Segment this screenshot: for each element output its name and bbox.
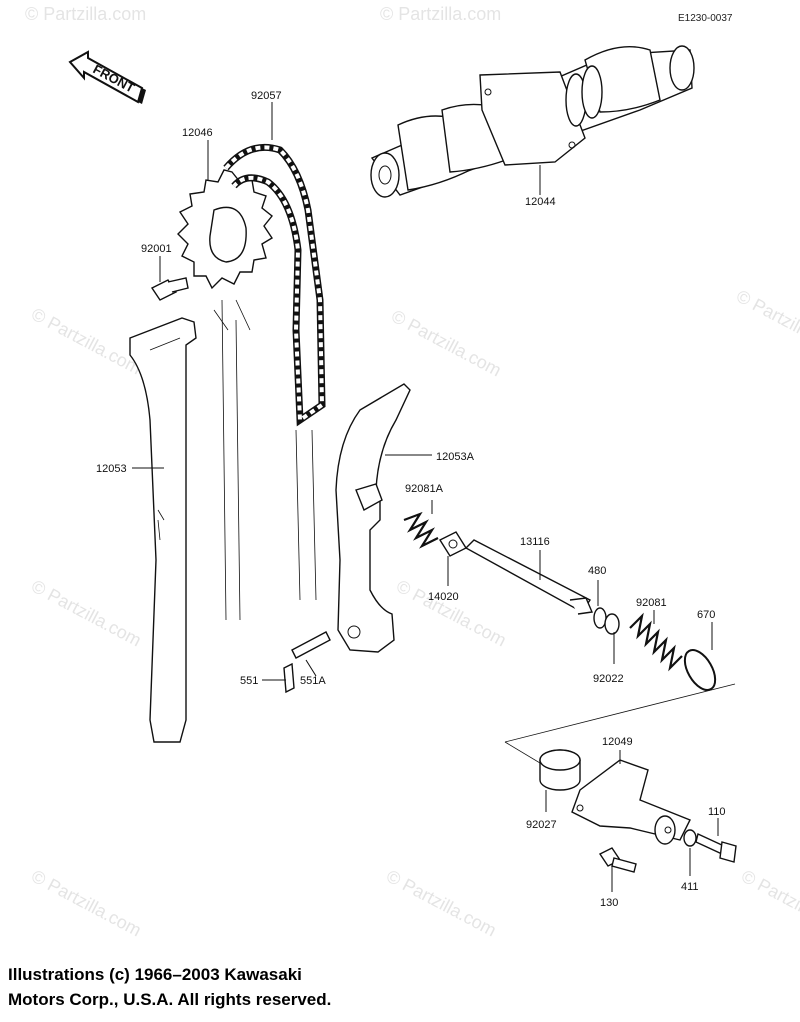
part-label-92081a: 92081A: [405, 483, 444, 495]
o-ring-part: [683, 649, 717, 691]
chain-guide-right-part: [335, 383, 411, 653]
part-label-14020: 14020: [428, 591, 459, 603]
tensioner-body-part: [571, 759, 691, 845]
watermark: © Partzilla.com: [28, 576, 144, 651]
part-label-110: 110: [708, 806, 726, 818]
assembly-line: [504, 683, 736, 743]
diagram-code: E1230-0037: [678, 13, 733, 24]
part-label-12044: 12044: [525, 196, 556, 208]
pin-part: [283, 631, 331, 694]
collar-part: [539, 749, 581, 791]
chain-guide-left-part: [129, 317, 197, 743]
part-label-92027: 92027: [526, 819, 557, 831]
part-label-411: 411: [681, 881, 699, 893]
part-label-12049: 12049: [602, 736, 633, 748]
watermark: © Partzilla.com: [393, 576, 509, 651]
front-arrow-icon: FRONT: [68, 50, 146, 104]
rod-part: [464, 539, 594, 615]
spring-part: [403, 511, 439, 549]
part-label-12053a: 12053A: [436, 451, 475, 463]
part-label-12046: 12046: [182, 127, 213, 139]
watermark: © Partzilla.com: [388, 306, 504, 381]
watermark: © Partzilla.com: [25, 4, 146, 24]
watermark: © Partzilla.com: [738, 866, 800, 941]
part-label-480: 480: [588, 565, 606, 577]
part-label-92022: 92022: [593, 673, 624, 685]
part-label-551a: 551A: [300, 675, 326, 687]
copyright-line-1: Illustrations (c) 1966–2003 Kawasaki: [8, 965, 302, 984]
washer-part: [683, 829, 697, 847]
spring-part: [604, 612, 683, 672]
watermark: © Partzilla.com: [380, 4, 501, 24]
leader-line: [305, 659, 317, 677]
part-label-551: 551: [240, 675, 258, 687]
part-label-13116: 13116: [520, 536, 550, 548]
copyright-footer: Illustrations (c) 1966–2003 Kawasaki Mot…: [8, 962, 568, 1012]
bolt-part: [695, 833, 737, 863]
watermark: © Partzilla.com: [28, 866, 144, 941]
part-label-92057: 92057: [251, 90, 282, 102]
watermark: © Partzilla.com: [28, 304, 144, 379]
part-label-130: 130: [600, 897, 618, 909]
chain-part: [221, 143, 326, 621]
part-label-92001: 92001: [141, 243, 172, 255]
part-label-92081: 92081: [636, 597, 667, 609]
camshaft-part: [370, 45, 695, 198]
washer-part: [438, 531, 468, 557]
part-label-12053: 12053: [96, 463, 127, 475]
part-label-670: 670: [697, 609, 715, 621]
watermark: © Partzilla.com: [383, 866, 499, 941]
bolt-part: [150, 277, 189, 301]
watermark: © Partzilla.com: [733, 286, 800, 361]
assembly-line: [504, 741, 546, 767]
copyright-line-2: Motors Corp., U.S.A. All rights reserved…: [8, 990, 332, 1009]
sprocket-part: [177, 169, 273, 331]
bolt-part: [598, 847, 637, 873]
ring-part: [593, 607, 607, 629]
